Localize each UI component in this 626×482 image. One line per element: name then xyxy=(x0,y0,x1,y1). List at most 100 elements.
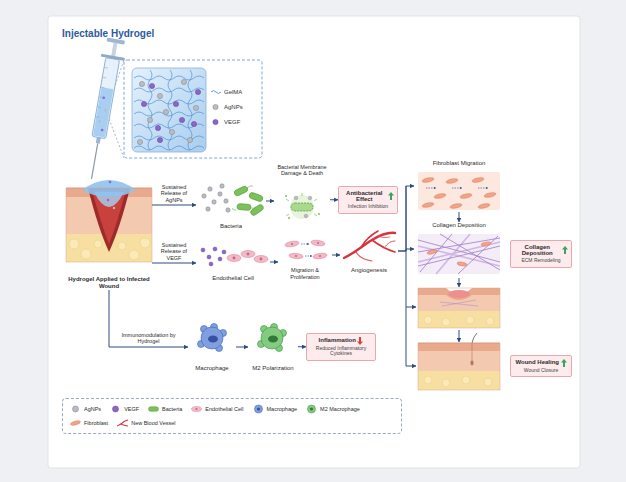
increase-arrow-icon xyxy=(388,192,394,200)
outcome-box: Collagen DepositionECM Remodeling xyxy=(510,240,572,269)
migration-illustration xyxy=(317,242,319,244)
healing-skin-illustration xyxy=(424,316,494,326)
wound-stage: Hydrogel Applied to Infected Wound xyxy=(66,178,152,290)
zoom-inset xyxy=(134,112,204,116)
legend-symbol xyxy=(254,405,262,413)
healing-skin-illustration xyxy=(466,316,474,324)
fibroblast-illustration xyxy=(422,177,497,209)
zoom-inset xyxy=(193,105,198,110)
flow-arrow xyxy=(270,262,278,263)
zoom-inset xyxy=(187,137,192,142)
flow-arrow xyxy=(236,347,248,348)
membrane-damage-illustration xyxy=(314,214,317,216)
collagen-illustration xyxy=(418,234,500,274)
endothelial-illustration xyxy=(254,256,268,263)
bacteria-illustration xyxy=(237,203,251,210)
box-heading-row: Collagen Deposition xyxy=(514,244,568,258)
zoom-inset xyxy=(141,83,200,142)
legend-symbol xyxy=(149,407,159,412)
endothelial-illustration xyxy=(218,257,222,261)
syringe xyxy=(95,67,108,117)
legend-symbol xyxy=(70,418,82,428)
fibroblast-illustration xyxy=(472,177,485,183)
card-panel xyxy=(48,16,580,468)
box-subtext: Reduced Inflammatory Cytokines xyxy=(310,346,372,358)
collagen-illustration xyxy=(427,241,492,266)
endothelial-illustration xyxy=(201,248,205,252)
legend-item: AgNPs xyxy=(70,404,101,414)
migration-illustration xyxy=(313,252,328,259)
edge-label: Sustained Release of AgNPs xyxy=(154,184,194,203)
box-subtext: ECM Remodeling xyxy=(521,258,560,264)
fibroblast-illustration xyxy=(422,202,435,208)
healing-skin-illustration xyxy=(440,300,478,306)
collagen-illustration xyxy=(418,240,500,262)
legend-item: Macrophage xyxy=(253,404,298,414)
fibroblast-illustration xyxy=(484,192,497,198)
membrane-damage-illustration xyxy=(285,195,287,197)
bacteria-illustration xyxy=(220,184,224,188)
flow-arrow xyxy=(330,199,338,200)
zoom-inset xyxy=(139,81,144,86)
outcome-box: InflammationReduced Inflammatory Cytokin… xyxy=(306,333,376,362)
wound-skin xyxy=(109,181,112,184)
angiogenesis-illustration xyxy=(362,231,378,246)
zoom-inset xyxy=(213,104,218,109)
legend-text: AgNPs xyxy=(84,406,101,412)
m2-macrophage-illustration xyxy=(258,324,287,352)
fibroblast-illustration xyxy=(446,178,459,184)
migration-illustration xyxy=(285,239,328,259)
fibroblast-illustration xyxy=(450,203,463,209)
box-subtext-row: ECM Remodeling xyxy=(514,257,568,264)
bracket-arrows xyxy=(406,307,416,308)
legend-symbol xyxy=(117,420,128,426)
collagen-illustration xyxy=(418,234,500,274)
healing-skin-illustration xyxy=(442,300,476,306)
membrane-damage-illustration xyxy=(318,213,320,215)
collagen-illustration xyxy=(457,261,467,266)
migration-illustration xyxy=(311,239,326,246)
increase-arrow-icon xyxy=(388,192,394,200)
bacteria-illustration xyxy=(224,199,228,203)
healed-skin-illustration xyxy=(424,376,432,384)
endothelial-stage: Endothelial Cell xyxy=(196,244,270,282)
stage-caption: Migration & Proliferation xyxy=(278,267,332,280)
macrophage-illustration xyxy=(198,324,227,352)
zoom-inset xyxy=(173,101,178,106)
stage-caption: Fibroblast Migration xyxy=(414,160,504,167)
zoom-inset xyxy=(134,70,204,150)
endothelial-illustration xyxy=(233,253,263,261)
healing-skin-illustration xyxy=(418,310,500,328)
component-label: GelMA xyxy=(224,88,242,96)
legend-symbol xyxy=(306,404,318,414)
zoom-inset xyxy=(149,83,154,88)
fibroblast-illustration xyxy=(478,188,488,189)
endothelial-illustration xyxy=(260,258,263,261)
bacteria-illustration xyxy=(206,207,210,211)
bracket-arrows xyxy=(459,330,460,342)
zoom-inset xyxy=(134,136,204,140)
legend-symbol xyxy=(192,406,202,411)
angiogenesis-illustration xyxy=(356,252,372,261)
wound-skin xyxy=(99,185,102,188)
legend-text: M2 Macrophage xyxy=(320,406,360,412)
flow-arrow xyxy=(332,255,340,256)
syringe xyxy=(101,87,105,89)
m2-macrophage-illustration xyxy=(261,327,283,349)
healing-skin-illustration xyxy=(418,288,500,328)
stage-caption: Collagen Deposition xyxy=(414,222,504,229)
bacteria-illustration xyxy=(247,186,253,188)
zoom-inset xyxy=(147,117,152,122)
migration-illustration xyxy=(285,239,328,259)
legend-symbol xyxy=(310,407,313,410)
flow-arrow xyxy=(266,201,274,202)
fibroblast-illustration xyxy=(460,193,473,199)
zoom-inset xyxy=(195,89,200,94)
m2-macrophage-illustration xyxy=(258,324,287,352)
macrophage-illustration xyxy=(208,336,218,343)
wound-skin xyxy=(92,190,126,244)
zoom-inset xyxy=(124,60,262,158)
syringe xyxy=(80,37,128,181)
zoom-inset xyxy=(141,101,146,106)
legend-item: Bacteria xyxy=(148,404,182,414)
